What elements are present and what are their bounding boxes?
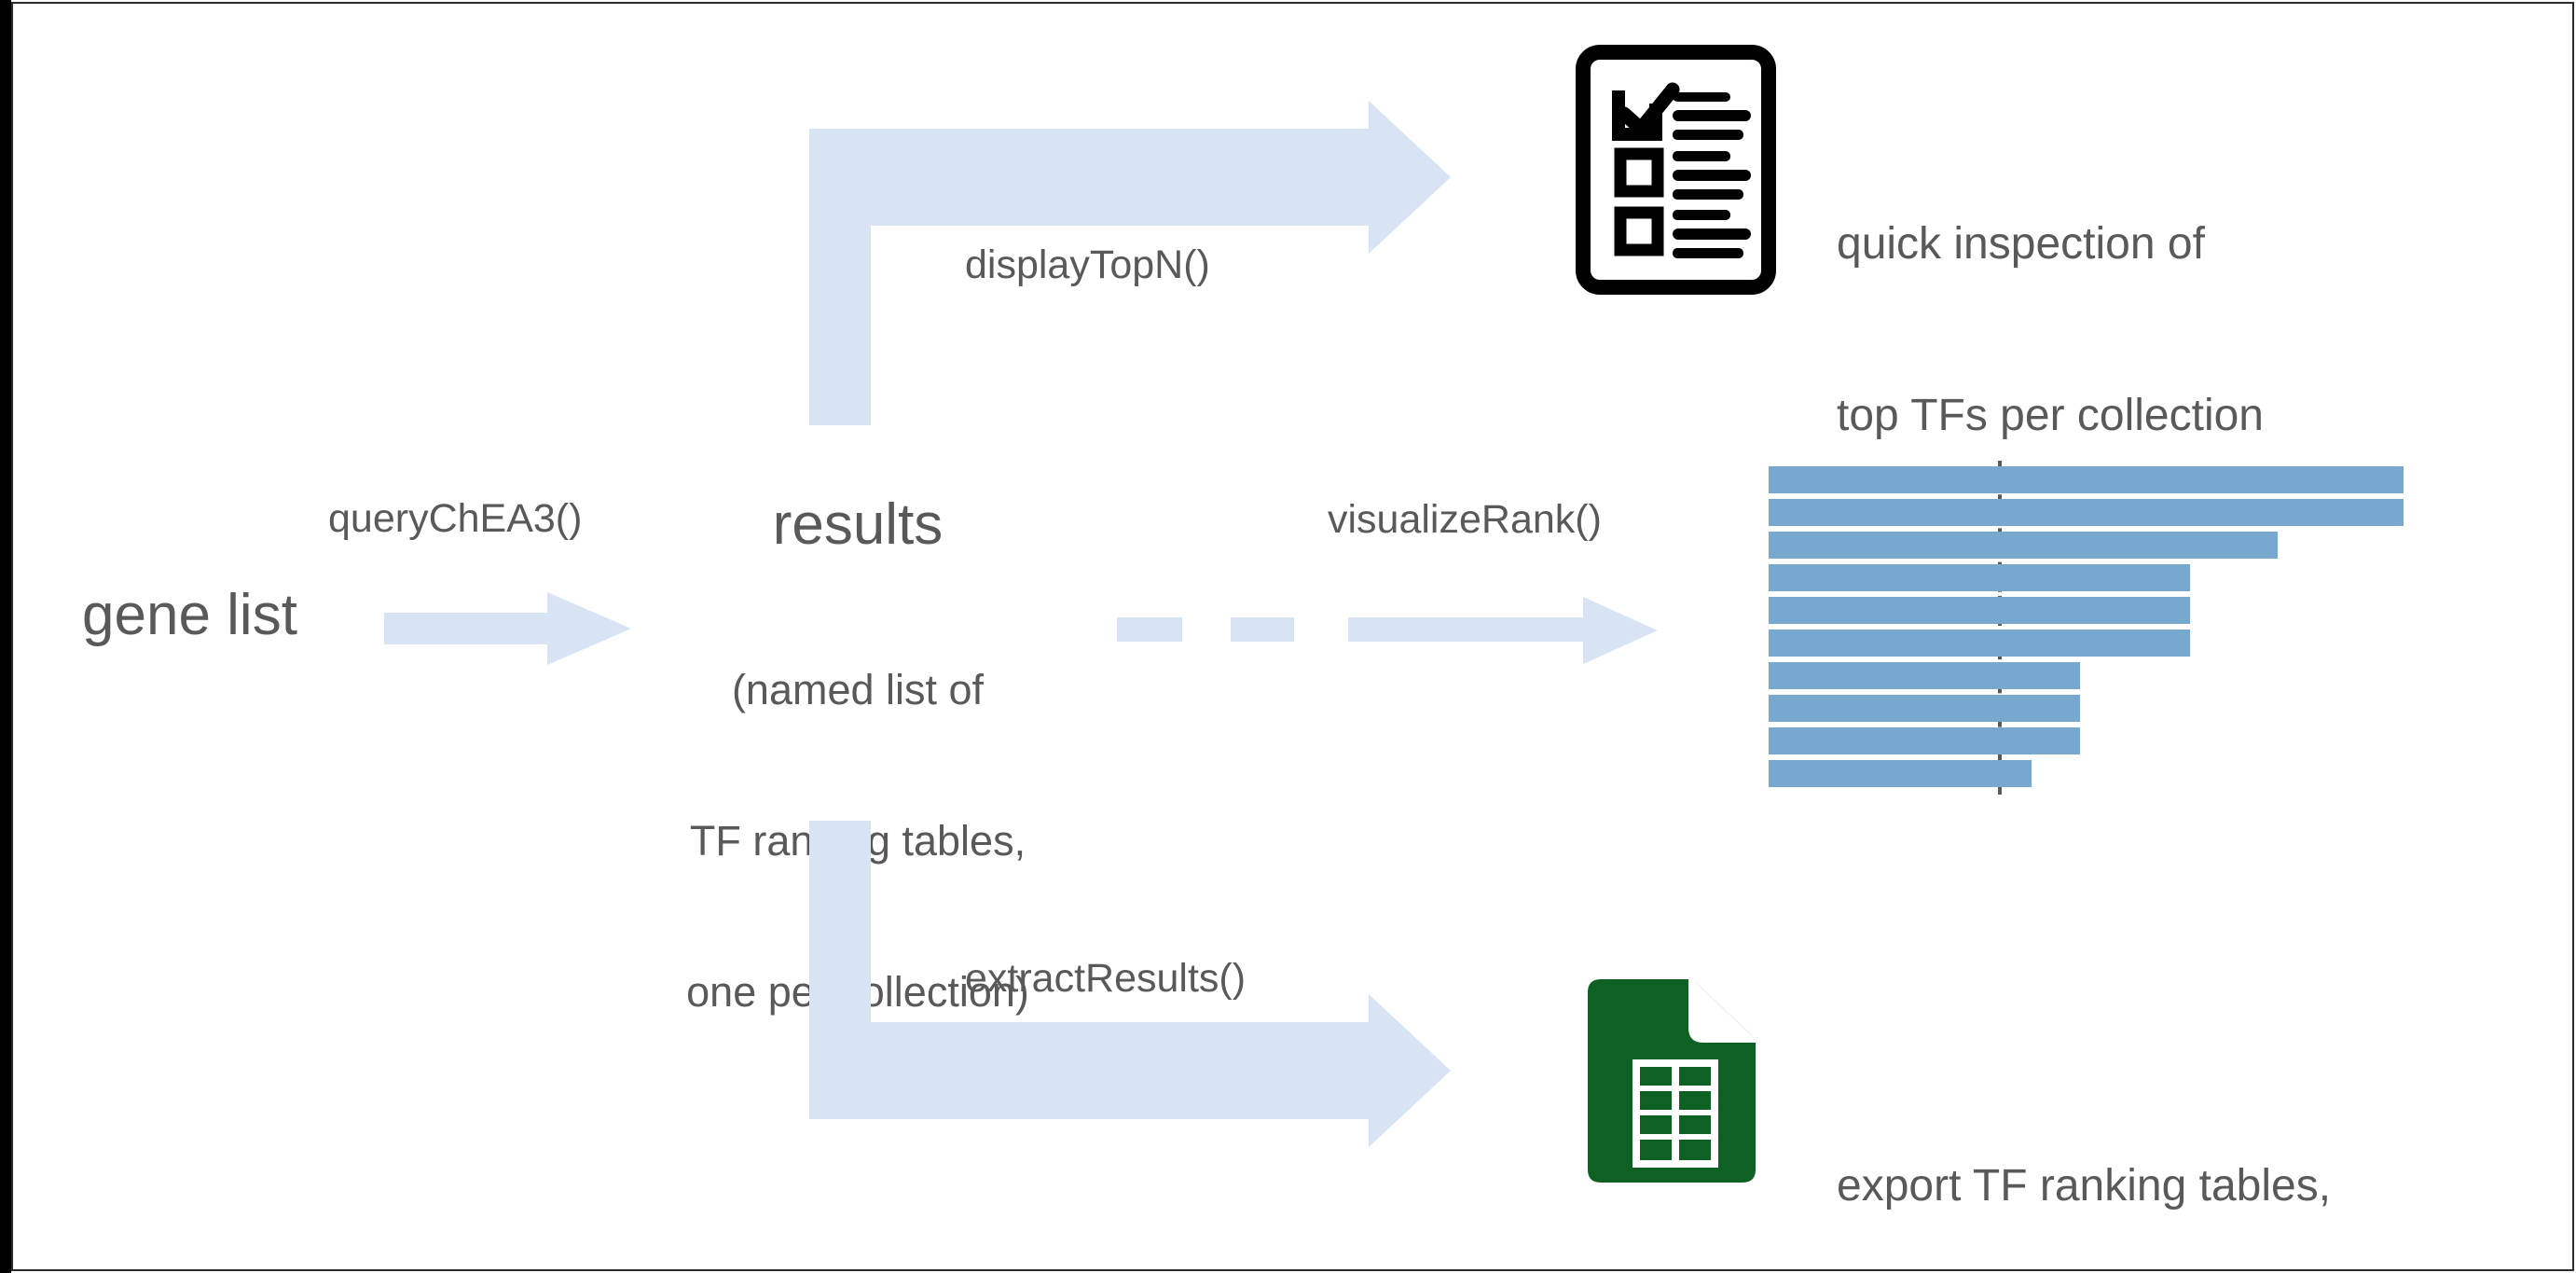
chart-bar — [1769, 695, 2080, 722]
chart-bar-row — [1769, 760, 2421, 787]
quick-inspection-line-1: quick inspection of — [1837, 218, 2205, 269]
arrow-query-chea3 — [384, 592, 631, 665]
quick-inspection-caption: quick inspection of top TFs per collecti… — [1837, 101, 2264, 560]
left-edge-band — [0, 0, 11, 1273]
chart-bar — [1769, 760, 2032, 787]
chart-bar-row — [1769, 466, 2421, 493]
gene-list-label: gene list — [82, 583, 297, 647]
rank-bar-chart — [1769, 461, 2421, 795]
chart-bar — [1769, 466, 2404, 493]
arrow-visualize-rank — [1117, 597, 1658, 664]
chart-bar — [1769, 662, 2080, 689]
chart-bar — [1769, 727, 2080, 754]
checklist-document-icon — [1576, 45, 1776, 295]
spreadsheet-export-caption: export TF ranking tables, one sheet per … — [1837, 1043, 2331, 1273]
chart-bar-row — [1769, 564, 2421, 591]
chart-bar-row — [1769, 662, 2421, 689]
chart-bar-row — [1769, 597, 2421, 624]
results-desc-line-3: one per collection) — [686, 968, 1029, 1016]
chart-bar-row — [1769, 727, 2421, 754]
arrow-display-top-n — [809, 101, 1451, 425]
results-title: results — [772, 492, 944, 557]
chart-bar-row — [1769, 695, 2421, 722]
label-display-top-n: displayTopN() — [965, 242, 1210, 287]
chart-bar — [1769, 499, 2404, 526]
chart-bar — [1769, 564, 2190, 591]
label-visualize-rank: visualizeRank() — [1328, 497, 1602, 542]
chart-bar — [1769, 597, 2190, 624]
spreadsheet-export-line-1: export TF ranking tables, — [1837, 1160, 2332, 1211]
chart-bar — [1769, 630, 2190, 657]
spreadsheet-document-icon — [1588, 970, 1756, 1188]
chart-bar-row — [1769, 532, 2421, 559]
quick-inspection-line-2: top TFs per collection — [1837, 391, 2264, 441]
chart-threshold-dashed-line — [1998, 461, 2002, 795]
arrow-extract-results — [809, 821, 1451, 1147]
results-desc-line-1: (named list of — [731, 666, 985, 713]
chart-bar — [1769, 532, 2278, 559]
label-extract-results: extractResults() — [965, 956, 1247, 1001]
label-query-chea3: queryChEA3() — [328, 496, 583, 541]
chart-bar-row — [1769, 499, 2421, 526]
chart-bar-row — [1769, 630, 2421, 657]
